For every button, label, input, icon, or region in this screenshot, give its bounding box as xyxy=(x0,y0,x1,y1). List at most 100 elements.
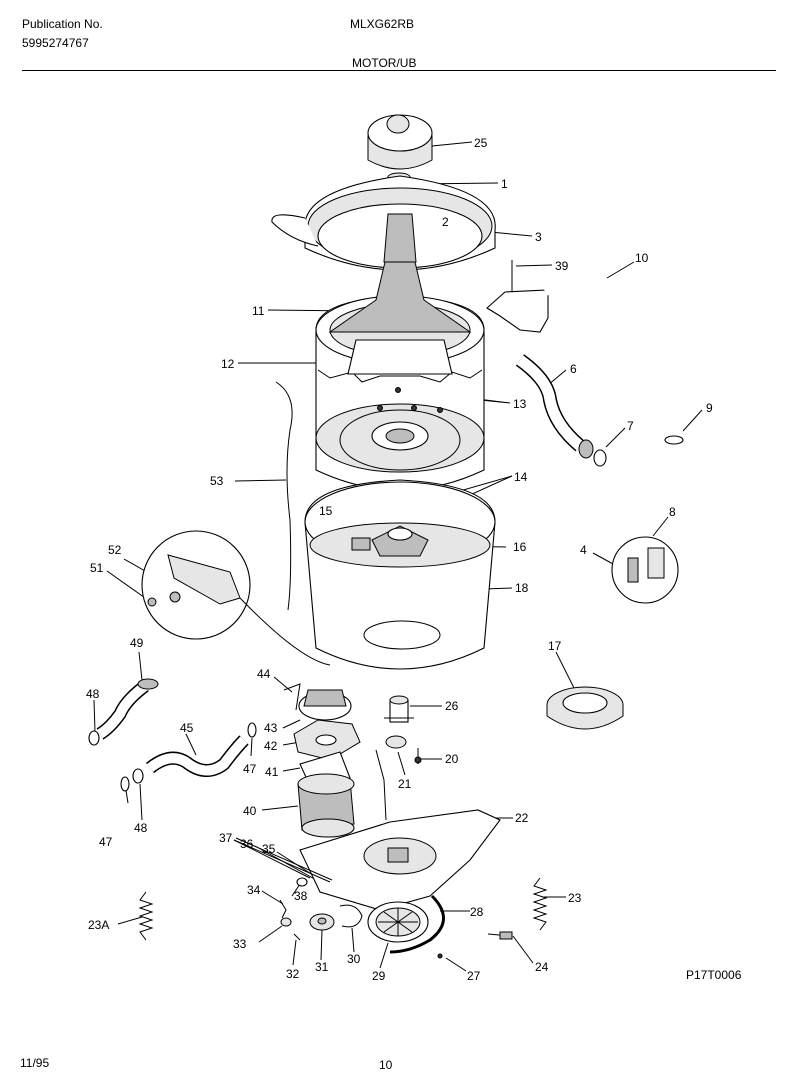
callout-36: 36 xyxy=(240,837,254,851)
callout-45: 45 xyxy=(180,721,194,735)
callout-27: 27 xyxy=(467,969,481,983)
part-29-pulley xyxy=(367,901,429,943)
callout-22: 22 xyxy=(515,811,529,825)
callout-7: 7 xyxy=(627,419,634,433)
callout-48-b: 48 xyxy=(134,821,148,835)
part-51-screw xyxy=(147,597,157,607)
callout-49: 49 xyxy=(130,636,144,650)
part-23a-spring xyxy=(138,891,154,941)
part-18-outer-tub xyxy=(304,479,496,670)
callout-47-b: 47 xyxy=(99,835,113,849)
callout-15: 15 xyxy=(319,504,333,518)
part-13-screws xyxy=(377,387,443,413)
callout-41: 41 xyxy=(265,765,279,779)
part-40-motor xyxy=(297,773,355,838)
callout-24: 24 xyxy=(535,960,549,974)
part-37-36-35-rods xyxy=(233,837,333,883)
footer-date: 11/95 xyxy=(20,1056,50,1070)
callout-17: 17 xyxy=(548,639,562,653)
callout-37: 37 xyxy=(219,831,233,845)
model-number: MLXG62RB xyxy=(350,17,415,31)
callout-14: 14 xyxy=(514,470,528,484)
callout-48-a: 48 xyxy=(86,687,100,701)
callout-30: 30 xyxy=(347,952,361,966)
part-43-pump-housing xyxy=(298,689,352,721)
part-3-tub-ring xyxy=(271,175,496,271)
callout-31: 31 xyxy=(315,960,329,974)
part-34-clip xyxy=(279,899,287,919)
part-15-snubber xyxy=(351,537,371,551)
callout-52: 52 xyxy=(108,543,122,557)
callout-40: 40 xyxy=(243,804,257,818)
callout-11: 11 xyxy=(252,304,265,318)
callout-4: 4 xyxy=(580,543,587,557)
callout-12: 12 xyxy=(221,357,235,371)
callout-35: 35 xyxy=(262,842,276,856)
publication-label: Publication No. xyxy=(22,17,103,31)
callout-51: 51 xyxy=(90,561,104,575)
inset-switch-detail xyxy=(611,536,679,604)
callout-1: 1 xyxy=(501,177,508,191)
header-divider xyxy=(22,70,776,71)
callout-16: 16 xyxy=(513,540,527,554)
callout-23a: 23A xyxy=(88,918,109,932)
callout-26: 26 xyxy=(445,699,459,713)
part-42-pump xyxy=(293,719,361,761)
callout-25-top: 25 xyxy=(474,136,488,150)
page-number: 10 xyxy=(379,1058,393,1072)
callout-10: 10 xyxy=(635,251,649,265)
callout-32: 32 xyxy=(286,967,300,981)
part-16-tub-hub xyxy=(371,525,429,557)
part-49-hose xyxy=(96,678,159,740)
part-11-agitator xyxy=(328,261,472,375)
part-24-clip xyxy=(487,931,513,940)
part-45-hose xyxy=(145,735,249,777)
inset-bracket-detail xyxy=(141,530,331,666)
part-30-belt xyxy=(339,904,363,928)
callout-18: 18 xyxy=(515,581,529,595)
callout-8: 8 xyxy=(669,505,676,519)
part-20-screw xyxy=(414,748,422,764)
callout-2: 2 xyxy=(442,215,449,229)
callout-labels: 25 1 2 3 39 10 11 12 6 9 13 7 53 14 15 1… xyxy=(86,136,713,983)
part-9-clamp xyxy=(664,435,684,445)
callout-43: 43 xyxy=(264,721,278,735)
callout-3: 3 xyxy=(535,230,542,244)
callout-34: 34 xyxy=(247,883,261,897)
callout-47-a: 47 xyxy=(243,762,257,776)
callout-53: 53 xyxy=(210,474,224,488)
part-38-bushing xyxy=(296,877,308,887)
part-31-idler xyxy=(309,913,335,931)
callout-13: 13 xyxy=(513,397,527,411)
callout-29: 29 xyxy=(372,969,386,983)
callout-44: 44 xyxy=(257,667,271,681)
part-23-spring xyxy=(532,877,548,931)
drawing-code: P17T0006 xyxy=(686,968,742,982)
callout-38: 38 xyxy=(294,889,308,903)
part-47-clamp-a xyxy=(247,722,257,738)
part-10-drain-hose xyxy=(486,278,682,414)
part-33-washer xyxy=(280,917,292,927)
callout-33: 33 xyxy=(233,937,247,951)
part-48-clamp-b xyxy=(132,768,144,784)
part-17-bearing xyxy=(546,686,624,730)
callout-6: 6 xyxy=(570,362,577,376)
callout-21: 21 xyxy=(398,777,412,791)
callout-23: 23 xyxy=(568,891,582,905)
part-32-pin xyxy=(293,933,301,941)
part-44-bracket xyxy=(283,683,301,711)
part-22-base-frame xyxy=(299,749,501,911)
part-25-softener-dispenser xyxy=(367,114,433,170)
part-6-hose xyxy=(515,354,594,459)
callout-42: 42 xyxy=(264,739,278,753)
part-21-washer xyxy=(385,735,407,749)
part-48-clamp-a xyxy=(88,730,100,746)
part-27-screw xyxy=(437,953,443,959)
callout-39: 39 xyxy=(555,259,569,273)
publication-number: 5995274767 xyxy=(22,36,89,50)
part-26-pump-coupling xyxy=(384,695,414,723)
basket-hub xyxy=(339,409,461,471)
callout-28: 28 xyxy=(470,905,484,919)
callout-20: 20 xyxy=(445,752,459,766)
